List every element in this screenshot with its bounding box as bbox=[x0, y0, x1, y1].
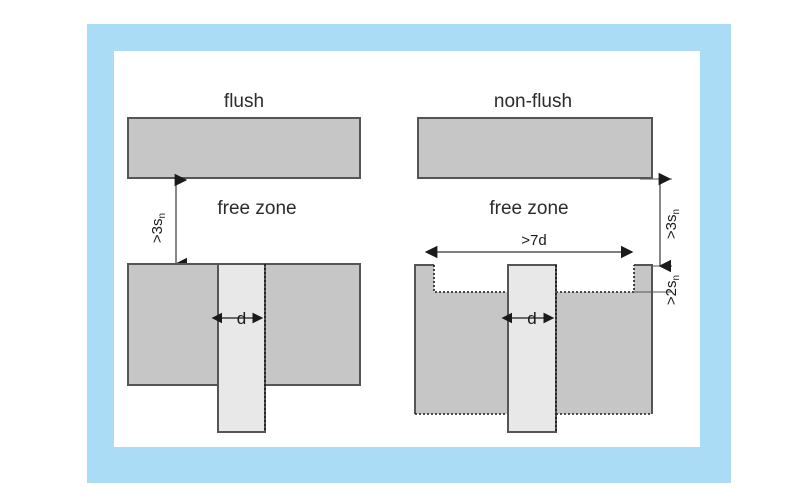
non-flush-clearance-subscript: n bbox=[671, 209, 682, 215]
non-flush-diameter-label: d bbox=[527, 309, 536, 328]
panel-title-flush: flush bbox=[224, 91, 264, 112]
non-flush-free-zone-label: free zone bbox=[489, 198, 568, 219]
flush-block-left bbox=[127, 263, 219, 386]
non-flush-sensor-body bbox=[507, 264, 557, 433]
flush-block-right bbox=[264, 263, 361, 386]
non-flush-depth-subscript: n bbox=[671, 275, 682, 281]
non-flush-pocket-floor-left bbox=[433, 265, 508, 293]
non-flush-pocket-wall-left bbox=[415, 265, 434, 292]
non-flush-block-outline-left bbox=[414, 264, 434, 414]
non-flush-block-body-right bbox=[556, 292, 652, 414]
flush-clearance-value: >3s bbox=[149, 218, 166, 243]
non-flush-pocket-floor-right bbox=[556, 265, 635, 293]
non-flush-target-bar bbox=[417, 117, 653, 179]
non-flush-block-outline-right bbox=[634, 264, 653, 414]
non-flush-recess-width-label: >7d bbox=[521, 232, 546, 249]
flush-target-bar bbox=[127, 117, 361, 179]
flush-sensor-body bbox=[217, 263, 266, 433]
flush-clearance-label: >3sn bbox=[149, 213, 168, 243]
panel-title-non-flush: non-flush bbox=[494, 91, 572, 112]
non-flush-block-body-left bbox=[415, 292, 508, 414]
non-flush-clearance-value: >3s bbox=[663, 214, 680, 239]
non-flush-pocket-wall-right bbox=[634, 265, 652, 292]
svg-text:>3sn: >3sn bbox=[149, 213, 168, 243]
flush-free-zone-label: free zone bbox=[217, 198, 296, 219]
non-flush-recess-depth-label: >2sn bbox=[663, 275, 682, 305]
non-flush-depth-value: >2s bbox=[663, 280, 680, 305]
svg-text:>2sn: >2sn bbox=[663, 275, 682, 305]
svg-text:>3sn: >3sn bbox=[663, 209, 682, 239]
flush-clearance-subscript: n bbox=[157, 213, 168, 219]
flush-diameter-label: d bbox=[237, 309, 246, 328]
non-flush-clearance-label: >3sn bbox=[663, 209, 682, 239]
